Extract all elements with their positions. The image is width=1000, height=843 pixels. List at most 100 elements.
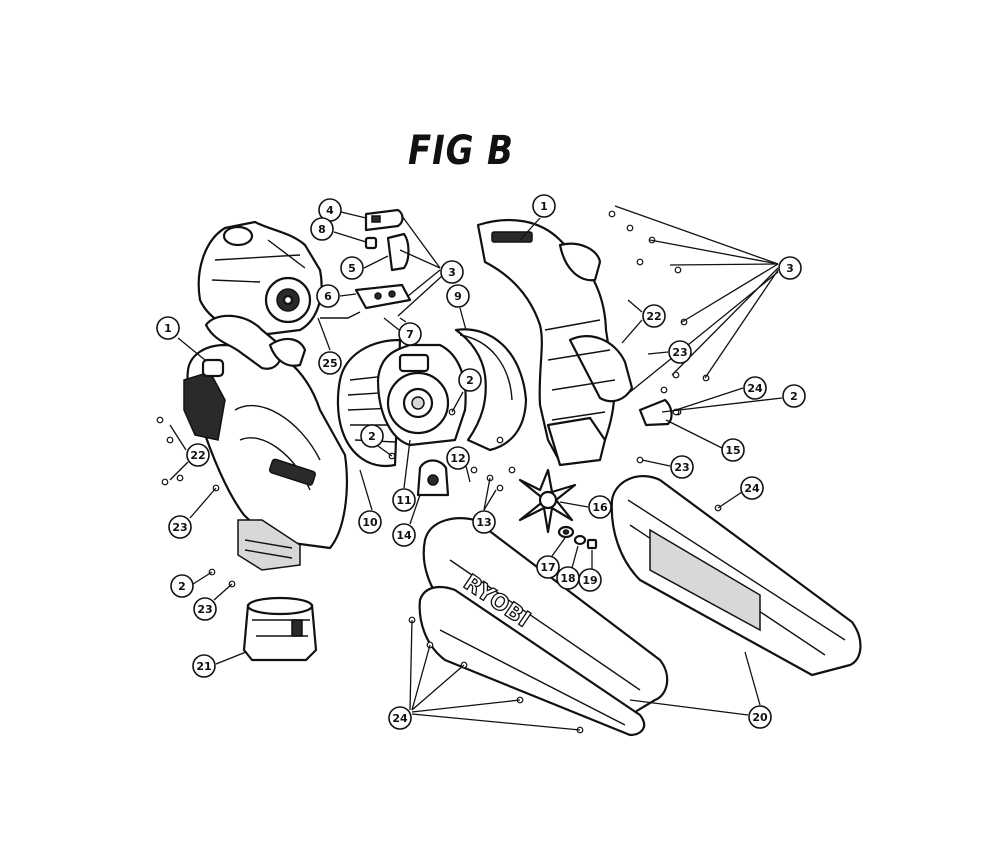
leader-line-c2a [377, 445, 393, 457]
leader-line-c24c [411, 644, 431, 711]
leader-line-c3b [614, 205, 779, 265]
callout-c3b: 3 [778, 256, 802, 280]
screw-27 [496, 436, 504, 444]
leader-line-c3a [397, 275, 443, 317]
leader-line-c14 [409, 494, 421, 525]
callout-label-c23b: 23 [674, 461, 689, 474]
lower-blower-tube: RYOBI [418, 517, 669, 737]
leader-line-c24c [409, 619, 413, 711]
callout-circle-c10 [358, 510, 382, 534]
callout-c20: 20 [748, 705, 772, 729]
callout-circle-c11 [392, 488, 416, 512]
leader-line-c23b [641, 459, 671, 467]
callout-c16: 16 [588, 495, 612, 519]
callout-label-c2a: 2 [368, 430, 376, 443]
callout-label-c25: 25 [322, 357, 337, 370]
leader-line-c18 [571, 545, 579, 569]
callout-circle-c3a [440, 260, 464, 284]
callout-label-c7: 7 [406, 328, 414, 341]
screw-10 [636, 456, 644, 464]
screw-8 [660, 386, 668, 394]
callout-circle-c24a [743, 376, 767, 400]
callout-label-c5: 5 [348, 262, 356, 275]
leader-line-c3b [629, 271, 779, 393]
leader-line-c3a [399, 249, 441, 269]
callout-c22b: 22 [186, 443, 210, 467]
callout-circle-c1a [156, 316, 180, 340]
screw-7 [702, 374, 710, 382]
callout-label-c13: 13 [476, 516, 491, 529]
bracket-part [416, 459, 450, 497]
leader-line-c24b [717, 491, 743, 509]
leader-line-c3b [669, 263, 779, 266]
callout-label-c10: 10 [362, 516, 378, 529]
callout-label-c24c: 24 [392, 712, 408, 725]
leader-line-c22a [627, 299, 643, 313]
callout-c14: 14 [392, 523, 416, 547]
callout-c17: 17 [536, 555, 560, 579]
callout-c23c: 23 [168, 515, 192, 539]
callout-label-c4: 4 [326, 204, 334, 217]
callout-circle-c2c [170, 574, 194, 598]
leader-line-c20 [629, 699, 749, 716]
callout-c19: 19 [578, 568, 602, 592]
leader-line-c22b [169, 424, 187, 451]
leader-line-c1b [519, 217, 541, 241]
leader-line-c1a [177, 337, 206, 361]
callout-c23d: 23 [193, 597, 217, 621]
trigger-parts [354, 208, 412, 310]
callout-label-c23a: 23 [672, 346, 687, 359]
figure-title: FIG B [408, 128, 514, 174]
callout-c9: 9 [446, 284, 470, 308]
callout-label-c21: 21 [196, 660, 211, 673]
callout-label-c2d: 2 [790, 390, 798, 403]
leader-line-c24c [411, 713, 581, 731]
leader-line-c4 [340, 211, 367, 219]
callout-circle-c2d [782, 384, 806, 408]
inner-shield [454, 328, 528, 452]
callout-circle-c2a [360, 424, 384, 448]
callout-label-c19: 19 [582, 574, 597, 587]
screw-4 [674, 266, 682, 274]
leader-line-c15 [665, 419, 723, 449]
callout-circle-c15 [721, 438, 745, 462]
leader-line-c17 [551, 537, 566, 557]
screw-29 [508, 466, 516, 474]
leader-line-c24a [675, 387, 744, 411]
callout-c2d: 2 [782, 384, 806, 408]
leader-line-c3b [704, 269, 779, 379]
leader-line-c5 [363, 255, 389, 269]
callout-c10: 10 [358, 510, 382, 534]
leader-line-c10 [359, 469, 373, 511]
right-housing [476, 218, 634, 467]
callout-c1a: 1 [156, 316, 180, 340]
callout-c8: 8 [310, 217, 334, 241]
callout-c24b: 24 [740, 476, 764, 500]
callout-label-c23d: 23 [197, 603, 212, 616]
callout-circle-c6 [316, 284, 340, 308]
screw-24 [176, 474, 184, 482]
callout-label-c11: 11 [396, 494, 411, 507]
screw-30 [496, 484, 504, 492]
leader-line-c23d [213, 583, 233, 601]
callout-label-c24a: 24 [747, 382, 763, 395]
leader-line-c20 [744, 651, 761, 706]
callout-c25: 25 [318, 351, 342, 375]
callout-circle-c16 [588, 495, 612, 519]
leader-line-c9 [459, 307, 467, 331]
callout-circle-c8 [310, 217, 334, 241]
callout-label-c3b: 3 [786, 262, 794, 275]
callout-c23a: 23 [668, 340, 692, 364]
callout-circle-c13 [472, 510, 496, 534]
leader-line-c3a [401, 215, 441, 269]
callout-label-c9: 9 [454, 290, 462, 303]
callout-c21: 21 [192, 654, 216, 678]
callout-c23b: 23 [670, 455, 694, 479]
callout-label-c3a: 3 [448, 266, 456, 279]
leader-line-c3b [649, 239, 779, 265]
callout-label-c18: 18 [560, 572, 575, 585]
callout-label-c22a: 22 [646, 310, 661, 323]
screw-3 [636, 258, 644, 266]
callout-c2a: 2 [360, 424, 384, 448]
